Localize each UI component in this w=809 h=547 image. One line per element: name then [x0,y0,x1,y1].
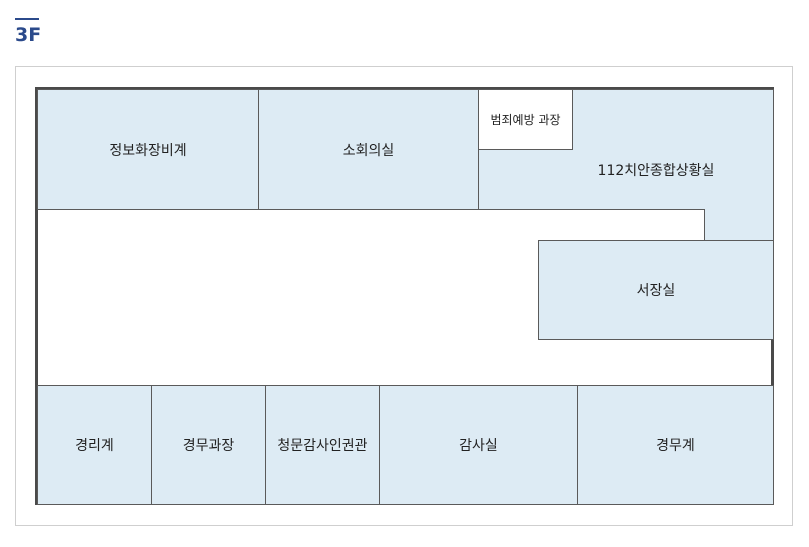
room-label: 경무과장 [182,438,235,454]
room-label: 서장실 [636,283,676,299]
room-label: 경무계 [656,438,695,454]
room-label: 112치안종합상황실 [597,162,715,179]
room-audit-hearing[interactable]: 청문감사인권관 [265,385,380,505]
room-audit[interactable]: 감사실 [379,385,578,505]
room-label: 감사실 [459,438,498,454]
floor-label: 3F [15,18,41,45]
room-logistics[interactable]: 경리계 [37,385,152,505]
room-label: 범죄예방 과장 [490,113,561,127]
floor-plan: 정보화장비계 소회의실 112치안종합상황실 범죄예방 과장 서장실 경리계 경… [35,87,774,505]
room-chief-office[interactable]: 서장실 [538,240,774,340]
room-admin-team[interactable]: 경무계 [577,385,774,505]
room-chief-corridor [704,209,774,241]
room-small-meeting[interactable]: 소회의실 [258,89,479,210]
room-crime-prevention[interactable]: 범죄예방 과장 [478,89,573,150]
room-admin-chief[interactable]: 경무과장 [151,385,266,505]
room-label: 소회의실 [342,142,395,159]
room-info-secretary[interactable]: 정보화장비계 [37,89,259,210]
room-label: 경리계 [75,438,114,454]
room-label: 정보화장비계 [109,142,187,159]
room-label: 청문감사인권관 [277,438,368,454]
